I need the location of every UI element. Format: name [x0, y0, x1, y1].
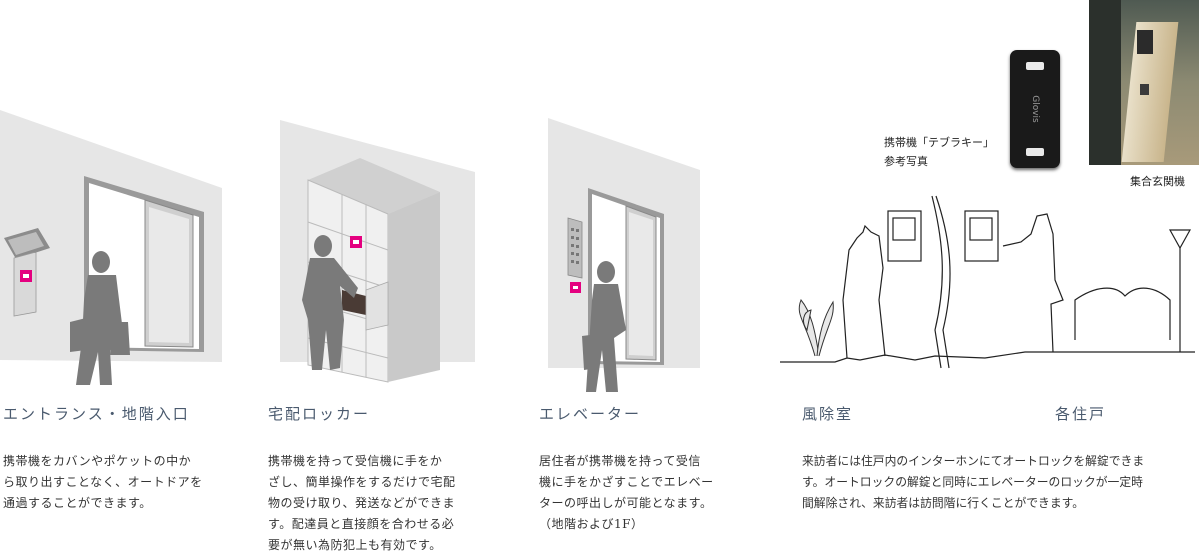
section-heading-vestibule: 風除室: [802, 405, 854, 423]
key-caption-2: 参考写真: [884, 155, 928, 168]
key-brand-logo: Glovis: [1030, 95, 1040, 123]
section-heading-locker: 宅配ロッカー: [268, 405, 371, 423]
delivery-locker-illustration: [280, 120, 475, 383]
key-caption-1: 携帯機「テブラキー」: [884, 136, 994, 149]
panel-caption: 集合玄関機: [1130, 175, 1185, 188]
section-text-entrance: 携帯機をカバンやポケットの中か ら取り出すことなく、オートドアを 通過することが…: [3, 454, 203, 510]
section-heading-elevator: エレベーター: [539, 405, 642, 423]
section-heading-units: 各住戸: [1055, 405, 1107, 423]
lobby-line-illustration: [780, 195, 1195, 369]
section-text-locker: 携帯機を持って受信機に手をか ざし、簡単操作をするだけで宅配 物の受け取り、発送…: [268, 454, 456, 552]
section-text-vestibule: 来訪者には住戸内のインターホンにてオートロックを解錠できま す。オートロックの解…: [802, 454, 1145, 510]
key-fob-photo: Glovis: [1010, 50, 1060, 168]
entry-panel-photo: [1089, 0, 1199, 165]
section-text-elevator: 居住者が携帯機を持って受信 機に手をかざすことでエレベー ターの呼出しが可能とな…: [539, 454, 714, 531]
section-heading-entrance: エントランス・地階入口: [3, 405, 190, 423]
elevator-illustration: [548, 118, 700, 392]
entrance-illustration: [0, 110, 222, 385]
